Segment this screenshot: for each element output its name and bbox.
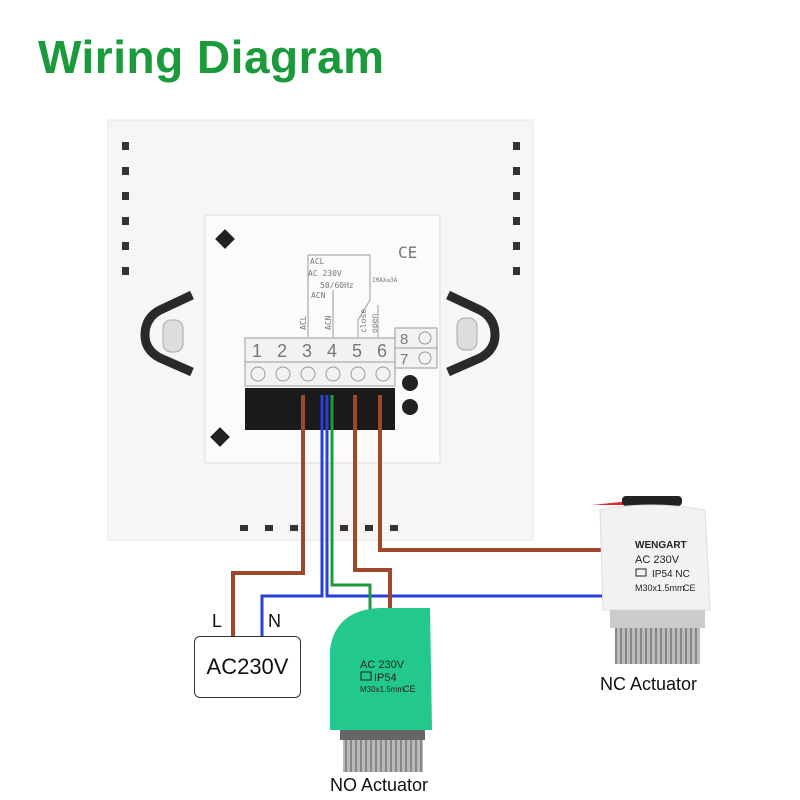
live-label: L: [212, 611, 223, 631]
terminal-block: [244, 327, 438, 387]
terminal-7: 7: [400, 351, 408, 368]
svg-text:IMAX≤3A: IMAX≤3A: [372, 277, 398, 284]
no-actuator: [330, 608, 432, 772]
terminal-5: 5: [352, 341, 362, 361]
nc-actuator-brand: WENGART: [635, 540, 687, 551]
svg-text:ACL: ACL: [299, 315, 308, 330]
wires: [231, 395, 602, 636]
no-actuator-ce: CE: [403, 684, 416, 694]
svg-text:ACL: ACL: [310, 257, 325, 266]
terminal-3: 3: [302, 341, 312, 361]
svg-text:ACN: ACN: [311, 291, 326, 300]
nc-actuator-line2: IP54 NC: [652, 569, 690, 580]
terminal-2: 2: [277, 341, 287, 361]
nc-actuator-ce: CE: [683, 583, 696, 593]
svg-text:50/60Hz: 50/60Hz: [320, 281, 354, 290]
nc-actuator-caption: NC Actuator: [600, 674, 698, 694]
no-actuator-line2: IP54: [374, 672, 397, 684]
vent-slots: [122, 142, 520, 531]
svg-text:AC 230V: AC 230V: [308, 269, 342, 278]
no-actuator-caption: NO Actuator: [330, 775, 429, 795]
page-title: Wiring Diagram: [38, 31, 385, 83]
power-supply-box: AC230V: [194, 636, 301, 698]
no-actuator-line1: AC 230V: [360, 659, 405, 671]
terminal-1: 1: [252, 341, 262, 361]
wire-nc-brown: [378, 395, 602, 552]
svg-text:close: close: [359, 309, 368, 333]
no-actuator-line3: M30x1.5mm: [360, 685, 404, 694]
nc-actuator-line3: M30x1.5mm: [635, 583, 685, 593]
terminal-8: 8: [400, 331, 408, 348]
svg-text:CE: CE: [398, 243, 417, 262]
mount-slot-right: [446, 290, 500, 377]
nc-actuator: [592, 496, 711, 664]
wire-no-brown: [353, 395, 392, 612]
mount-slot-left: [140, 290, 194, 377]
wire-live: [231, 395, 305, 636]
terminal-6: 6: [377, 341, 387, 361]
terminal-4: 4: [327, 341, 337, 361]
svg-text:open: open: [370, 314, 379, 333]
wire-neutral: [260, 395, 602, 636]
svg-text:ACN: ACN: [324, 315, 333, 330]
nc-actuator-line1: AC 230V: [635, 554, 680, 566]
neutral-label: N: [268, 611, 281, 631]
wire-no-green: [330, 395, 372, 612]
